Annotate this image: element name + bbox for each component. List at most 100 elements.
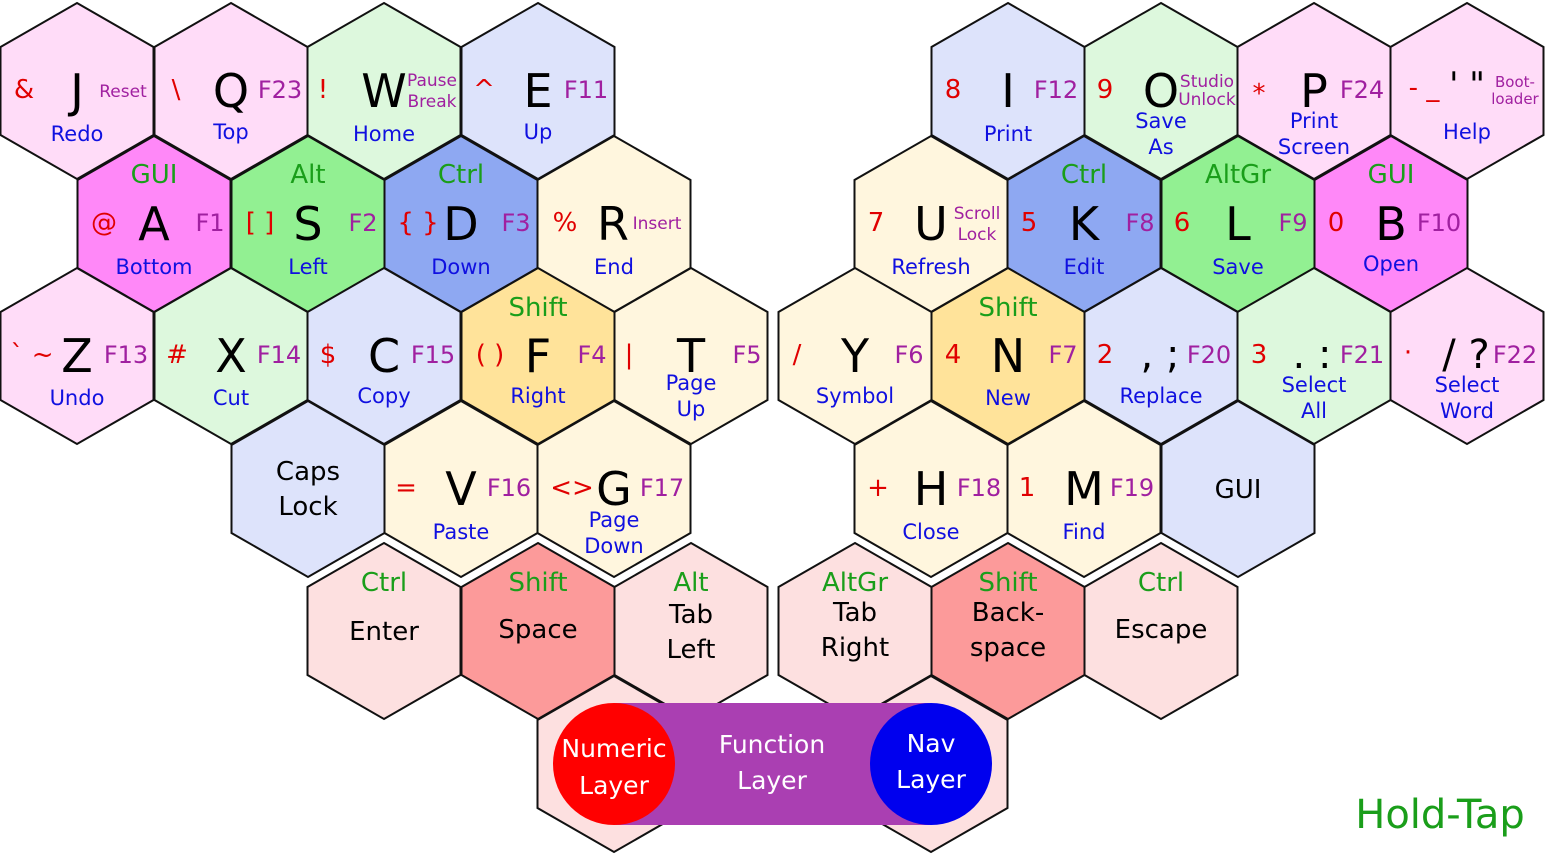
key-slash-function: F22 xyxy=(1493,341,1537,369)
numeric-layer-label-2: Layer xyxy=(579,771,649,800)
key-n-symbol: 4 xyxy=(945,340,962,370)
key-quote-function-1: Boot- xyxy=(1495,73,1535,91)
function-layer-bar xyxy=(612,703,932,825)
key-m[interactable]: 1 M F19 Find xyxy=(1019,462,1154,544)
key-i-nav: Print xyxy=(984,122,1032,146)
key-y-nav: Symbol xyxy=(816,384,894,408)
key-v[interactable]: = V F16 Paste xyxy=(395,462,531,544)
key-c[interactable]: $ C F15 Copy xyxy=(320,329,455,408)
key-y-letter: Y xyxy=(840,329,870,383)
key-d[interactable]: Ctrl { } D F3 Down xyxy=(397,160,530,279)
key-a[interactable]: GUI @ A F1 Bottom xyxy=(91,160,225,279)
key-f[interactable]: Shift ( ) F F4 Right xyxy=(476,293,607,408)
key-l-letter: L xyxy=(1225,197,1251,251)
key-u-letter: U xyxy=(914,197,948,251)
key-c-function: F15 xyxy=(411,341,455,369)
key-period-function: F21 xyxy=(1340,341,1384,369)
key-j-symbol: & xyxy=(14,75,34,105)
key-b[interactable]: GUI 0 B F10 Open xyxy=(1328,160,1461,276)
key-gui-label: GUI xyxy=(1215,475,1262,505)
key-i[interactable]: 8 I F12 Print xyxy=(945,64,1078,146)
key-enter-label: Enter xyxy=(349,617,419,647)
key-t[interactable]: | T F5 Page Up xyxy=(625,329,762,421)
key-escape[interactable]: Ctrl Escape xyxy=(1115,568,1208,645)
key-quote[interactable]: - _ ' " Boot- loader Help xyxy=(1409,65,1540,144)
key-e[interactable]: ^ E F11 Up xyxy=(473,64,608,144)
key-x-nav: Cut xyxy=(213,386,249,410)
key-s[interactable]: Alt [ ] S F2 Left xyxy=(246,160,378,279)
key-enter[interactable]: Ctrl Enter xyxy=(349,568,419,647)
key-z-symbol: ` ~ xyxy=(10,340,53,370)
key-space-modifier: Shift xyxy=(508,568,567,598)
key-slash-symbol: · xyxy=(1404,338,1412,368)
key-q[interactable]: \ Q F23 Top xyxy=(172,64,303,144)
key-o[interactable]: 9 O Studio Unlock Save As xyxy=(1097,64,1236,159)
key-a-nav: Bottom xyxy=(115,255,192,279)
key-tab-left-modifier: Alt xyxy=(673,568,708,598)
key-m-nav: Find xyxy=(1062,520,1105,544)
key-s-letter: S xyxy=(293,197,322,251)
key-c-symbol: $ xyxy=(320,340,337,370)
key-slash[interactable]: · / ? F22 Select Word xyxy=(1404,332,1537,423)
key-backspace-modifier: Shift xyxy=(978,568,1037,598)
nav-layer-key[interactable] xyxy=(870,703,992,825)
key-quote-symbol: - _ xyxy=(1409,73,1441,103)
key-w-symbol: ! xyxy=(318,75,328,105)
key-r[interactable]: % R Insert End xyxy=(553,197,682,279)
key-o-function-1: Studio xyxy=(1180,72,1234,92)
key-u-symbol: 7 xyxy=(868,208,885,238)
key-caps-lock[interactable]: Caps Lock xyxy=(276,457,340,522)
key-slash-letter: / ? xyxy=(1442,332,1489,378)
key-n-function: F7 xyxy=(1048,341,1077,369)
key-f-nav: Right xyxy=(510,384,565,408)
key-comma[interactable]: 2 , ; F20 Replace xyxy=(1097,332,1231,408)
key-a-letter: A xyxy=(138,197,170,251)
key-space[interactable]: Shift Space xyxy=(498,568,577,645)
key-n-nav: New xyxy=(985,386,1031,410)
key-space-label: Space xyxy=(498,615,577,645)
key-tab-right[interactable]: AltGr Tab Right xyxy=(821,568,889,663)
key-r-letter: R xyxy=(597,197,629,251)
key-enter-modifier: Ctrl xyxy=(361,568,407,598)
key-gui[interactable]: GUI xyxy=(1215,475,1262,505)
key-p[interactable]: * P F24 Print Screen xyxy=(1253,64,1385,159)
key-n-modifier: Shift xyxy=(978,293,1037,323)
key-tab-right-modifier: AltGr xyxy=(822,568,888,598)
key-l[interactable]: AltGr 6 L F9 Save xyxy=(1174,160,1308,279)
key-w[interactable]: ! W Pause Break Home xyxy=(318,64,457,146)
key-m-function: F19 xyxy=(1110,474,1154,502)
key-comma-symbol: 2 xyxy=(1097,340,1114,370)
key-comma-nav: Replace xyxy=(1119,384,1202,408)
key-period-letter: . : xyxy=(1293,332,1332,378)
key-comma-letter: , ; xyxy=(1141,332,1180,378)
key-backspace[interactable]: Shift Back- space xyxy=(970,568,1046,663)
key-period[interactable]: 3 . : F21 Select All xyxy=(1251,332,1384,423)
hex-t xyxy=(613,266,769,446)
key-n[interactable]: Shift 4 N F7 New xyxy=(945,293,1078,410)
key-k[interactable]: Ctrl 5 K F8 Edit xyxy=(1021,160,1155,279)
key-j[interactable]: & J Reset Redo xyxy=(14,64,147,146)
key-tab-left[interactable]: Alt Tab Left xyxy=(667,568,716,665)
key-t-symbol: | xyxy=(625,340,634,370)
key-w-function-2: Break xyxy=(408,92,457,112)
key-g-symbol: <> xyxy=(550,473,594,503)
key-u-function-1: Scroll xyxy=(954,204,1001,224)
key-u[interactable]: 7 U Scroll Lock Refresh xyxy=(868,197,1001,279)
numeric-layer-key[interactable] xyxy=(553,703,675,825)
key-x[interactable]: # X F14 Cut xyxy=(166,329,301,410)
key-b-modifier: GUI xyxy=(1368,160,1415,190)
key-g[interactable]: <> G F17 Page Down xyxy=(550,462,684,558)
key-m-letter: M xyxy=(1064,462,1104,516)
key-g-nav-2: Down xyxy=(584,534,644,558)
key-z[interactable]: ` ~ Z F13 Undo xyxy=(10,329,148,410)
key-i-symbol: 8 xyxy=(945,75,962,105)
key-y[interactable]: / Y F6 Symbol xyxy=(793,329,924,408)
key-b-nav: Open xyxy=(1363,252,1419,276)
key-g-letter: G xyxy=(596,462,632,516)
key-h[interactable]: + H F18 Close xyxy=(867,462,1001,544)
key-a-modifier: GUI xyxy=(131,160,178,190)
key-u-nav: Refresh xyxy=(891,255,970,279)
key-z-letter: Z xyxy=(61,329,93,383)
key-o-function-2: Unlock xyxy=(1178,90,1236,110)
